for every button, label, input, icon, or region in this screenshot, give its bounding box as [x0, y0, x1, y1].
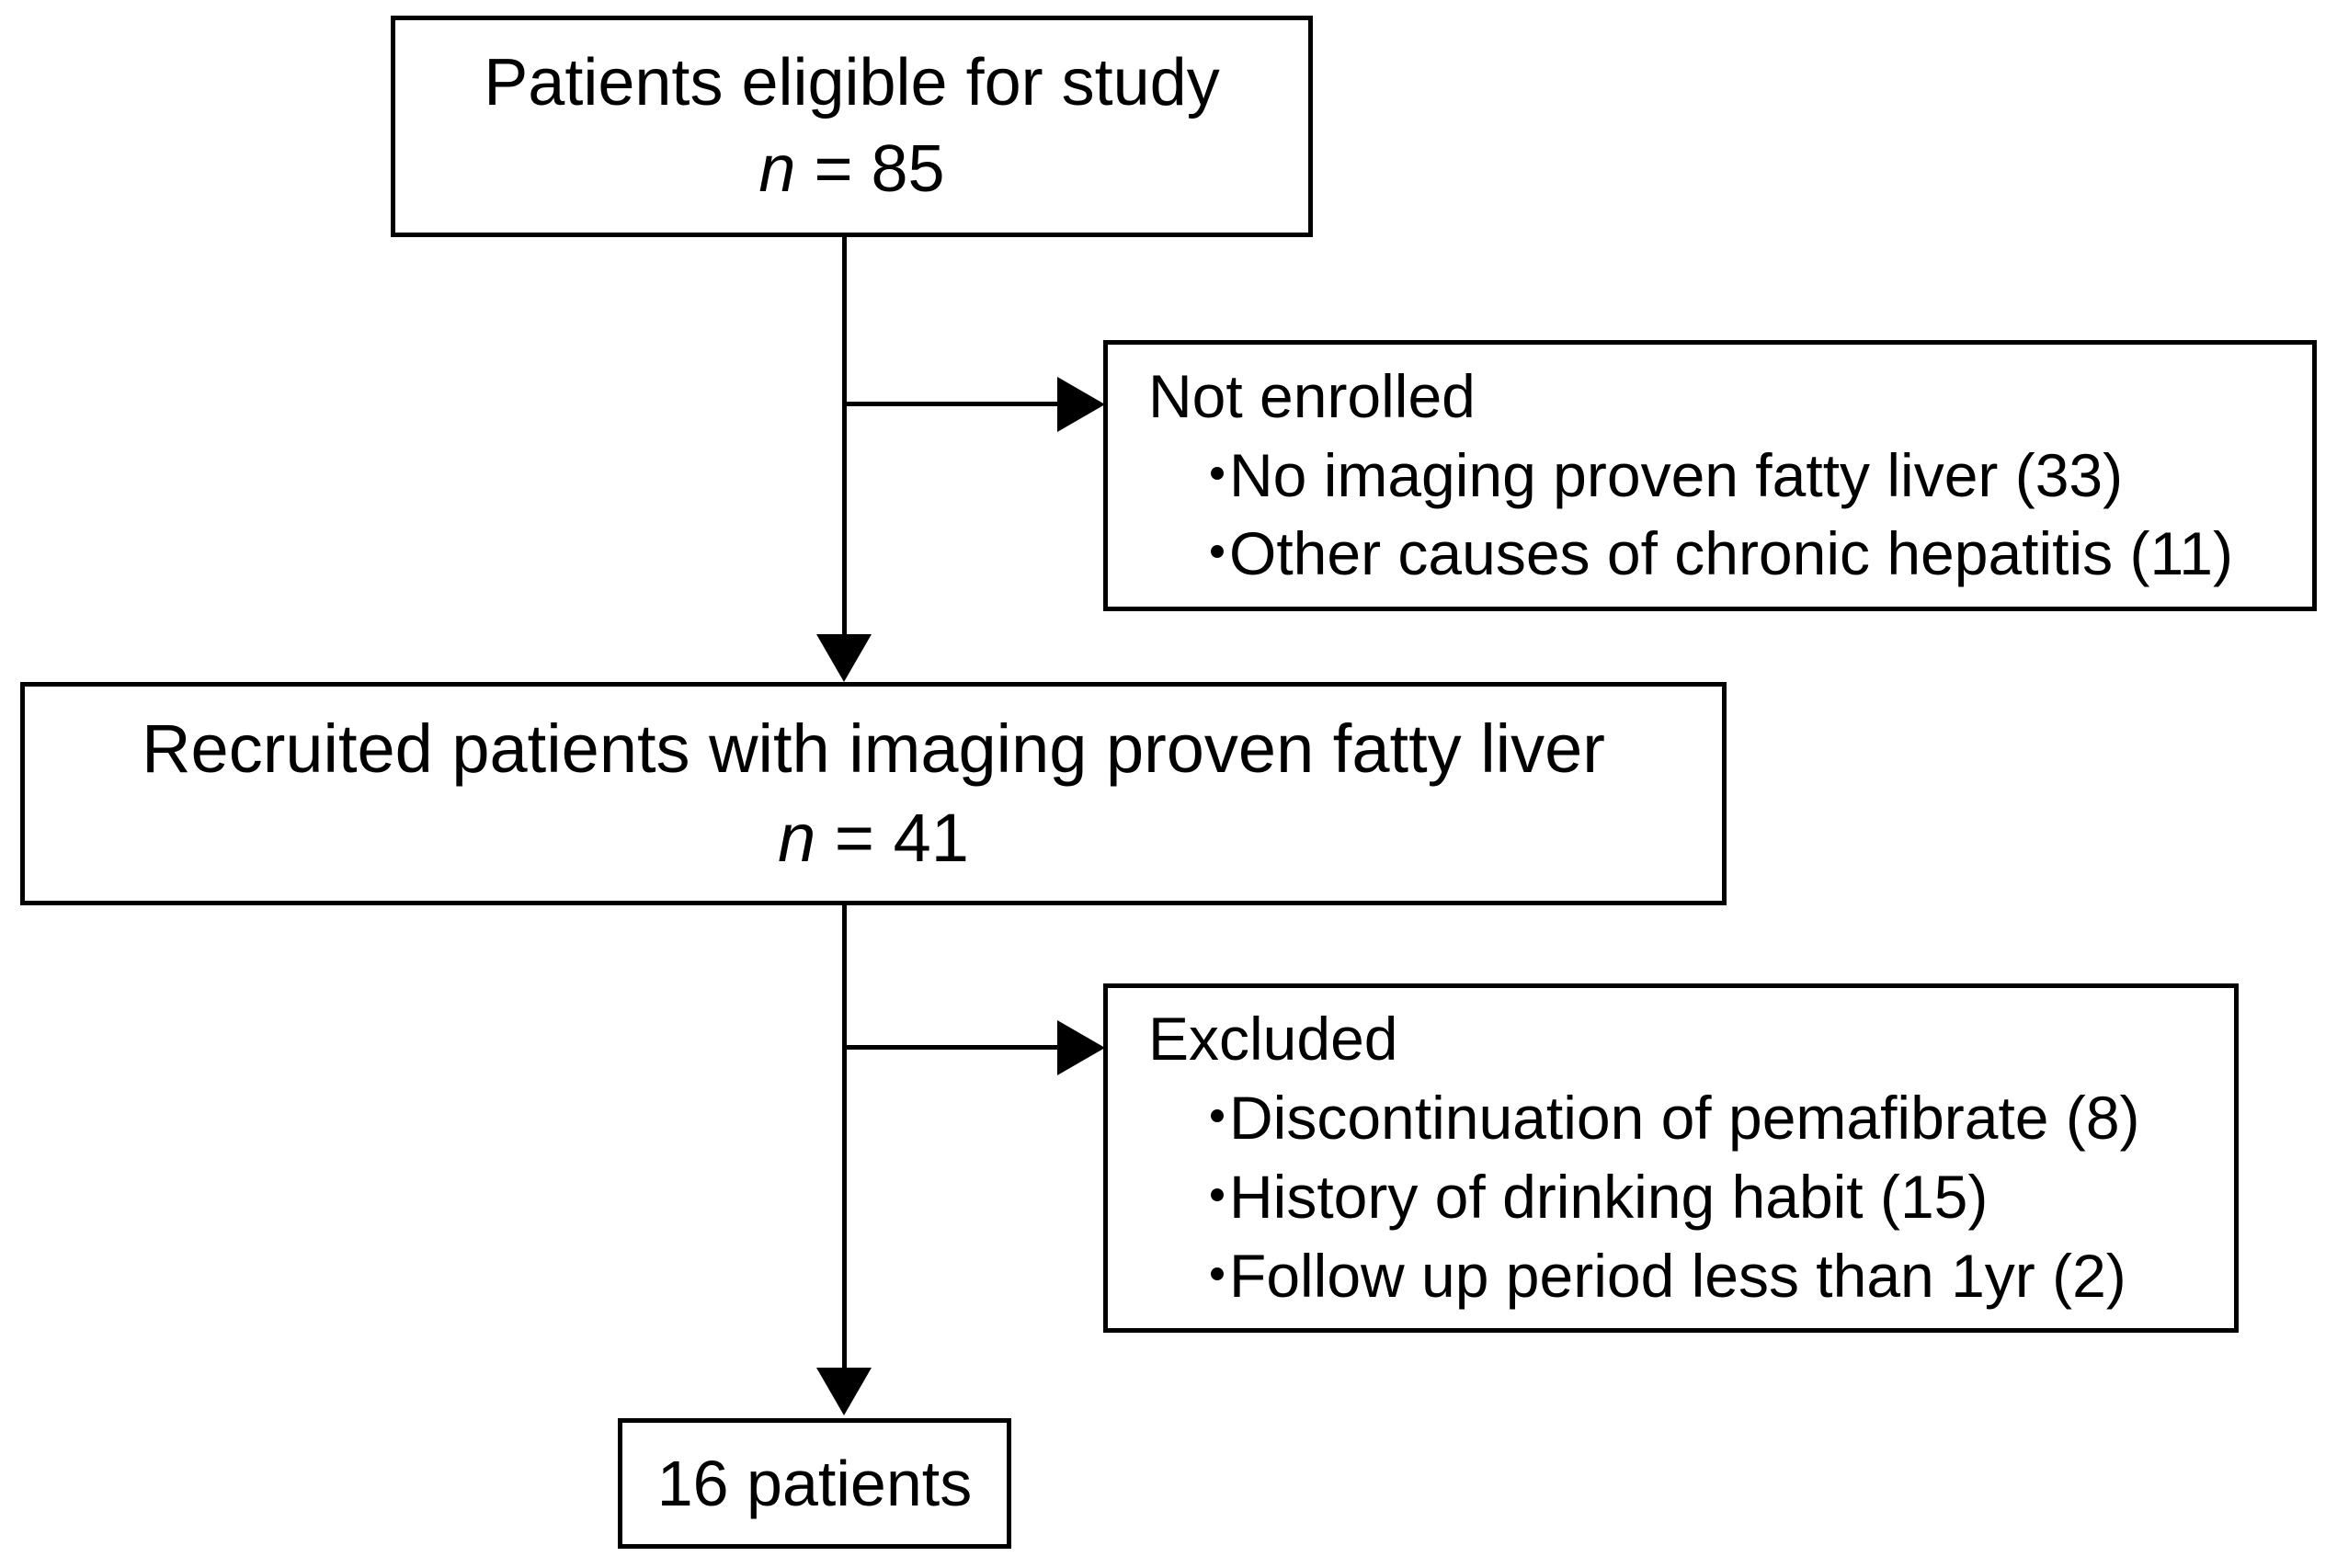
list-item-label: Discontinuation of pemafibrate (8)	[1229, 1084, 2140, 1153]
node-patients-eligible: Patients eligible for study n = 85	[391, 16, 1313, 237]
node-recruited-patients-count: n = 41	[778, 794, 969, 882]
arrowhead-down-to-recruited	[816, 634, 872, 682]
list-item-label: Follow up period less than 1yr (2)	[1229, 1241, 2126, 1310]
node-not-enrolled: Not enrolled ・No imaging proven fatty li…	[1103, 340, 2317, 611]
connector-to-not-enrolled-line	[842, 402, 1072, 406]
list-item: ・No imaging proven fatty liver (33)	[1148, 437, 2123, 516]
list-item: ・History of drinking habit (15)	[1148, 1158, 1988, 1237]
bullet-icon: ・	[1187, 1241, 1248, 1310]
connector-recruited-to-final-stem	[842, 905, 847, 1369]
list-item-label: No imaging proven fatty liver (33)	[1229, 440, 2124, 509]
node-recruited-patients-line1: Recruited patients with imaging proven f…	[142, 710, 1605, 788]
connector-to-excluded-line	[842, 1045, 1072, 1050]
node-final-patients: 16 patients	[618, 1418, 1011, 1549]
connector-eligible-to-recruited-stem	[842, 237, 847, 653]
bullet-icon: ・	[1187, 440, 1248, 509]
arrowhead-down-to-final	[816, 1368, 872, 1415]
list-item: ・Follow up period less than 1yr (2)	[1148, 1237, 2126, 1316]
bullet-icon: ・	[1187, 1084, 1248, 1153]
n-symbol: n	[778, 799, 816, 876]
n-symbol: n	[758, 131, 796, 206]
node-final-patients-label: 16 patients	[656, 1447, 973, 1519]
node-recruited-patients: Recruited patients with imaging proven f…	[20, 682, 1727, 905]
node-patients-eligible-line1: Patients eligible for study	[484, 45, 1220, 119]
node-excluded: Excluded ・Discontinuation of pemafibrate…	[1103, 983, 2239, 1333]
list-item-label: History of drinking habit (15)	[1229, 1163, 1989, 1231]
bullet-icon: ・	[1187, 1163, 1248, 1231]
arrowhead-right-to-excluded	[1057, 1020, 1105, 1075]
n-value: = 41	[815, 799, 969, 876]
bullet-icon: ・	[1187, 519, 1248, 588]
arrowhead-right-to-not-enrolled	[1057, 377, 1105, 432]
node-patients-eligible-count: n = 85	[758, 127, 944, 213]
n-value: = 85	[795, 131, 945, 206]
list-item: ・Other causes of chronic hepatitis (11)	[1148, 515, 2233, 594]
list-item: ・Discontinuation of pemafibrate (8)	[1148, 1079, 2140, 1158]
list-item-label: Other causes of chronic hepatitis (11)	[1229, 519, 2233, 588]
node-excluded-heading: Excluded	[1148, 1005, 1398, 1074]
node-not-enrolled-heading: Not enrolled	[1148, 361, 1476, 430]
